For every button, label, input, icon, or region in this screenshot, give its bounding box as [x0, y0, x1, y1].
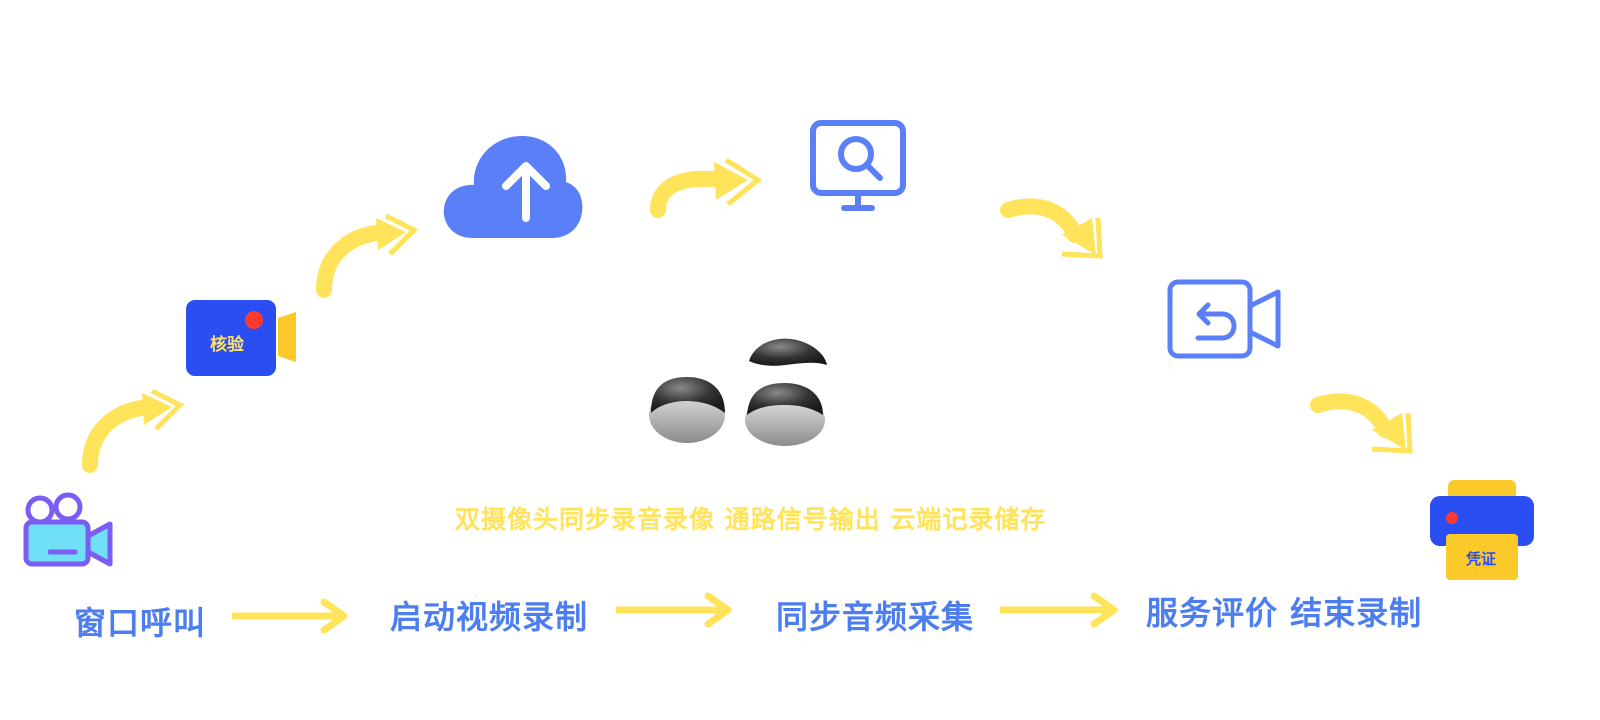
dome-camera-device: [645, 335, 835, 454]
verify-label: 核验: [210, 335, 244, 355]
camera-replay-icon: [1166, 278, 1284, 360]
step-window-call: 窗口呼叫: [74, 604, 207, 642]
curved-arrow-2: [316, 213, 419, 298]
flow-arrow-3: [1000, 592, 1118, 628]
curved-arrow-5: [1310, 393, 1413, 454]
video-camera-icon: 核验: [184, 298, 304, 378]
curved-arrow-1: [82, 388, 185, 473]
cloud-upload-icon: [442, 130, 584, 240]
step-audio-capture: 同步音频采集: [776, 598, 975, 636]
step-start-recording: 启动视频录制: [390, 598, 589, 636]
step-service-review: 服务评价 结束录制: [1146, 594, 1423, 632]
flow-arrow-2: [616, 592, 732, 628]
monitor-search-icon: [808, 118, 908, 216]
film-camera-icon: [20, 490, 116, 570]
flow-arrow-1: [232, 598, 348, 634]
tagline: 双摄像头同步录音录像 通路信号输出 云端记录储存: [455, 505, 1047, 534]
curved-arrow-4: [1000, 198, 1103, 259]
printer-label: 凭证: [1466, 550, 1497, 568]
printer-icon: 凭证: [1426, 478, 1536, 582]
curved-arrow-3: [650, 157, 763, 218]
